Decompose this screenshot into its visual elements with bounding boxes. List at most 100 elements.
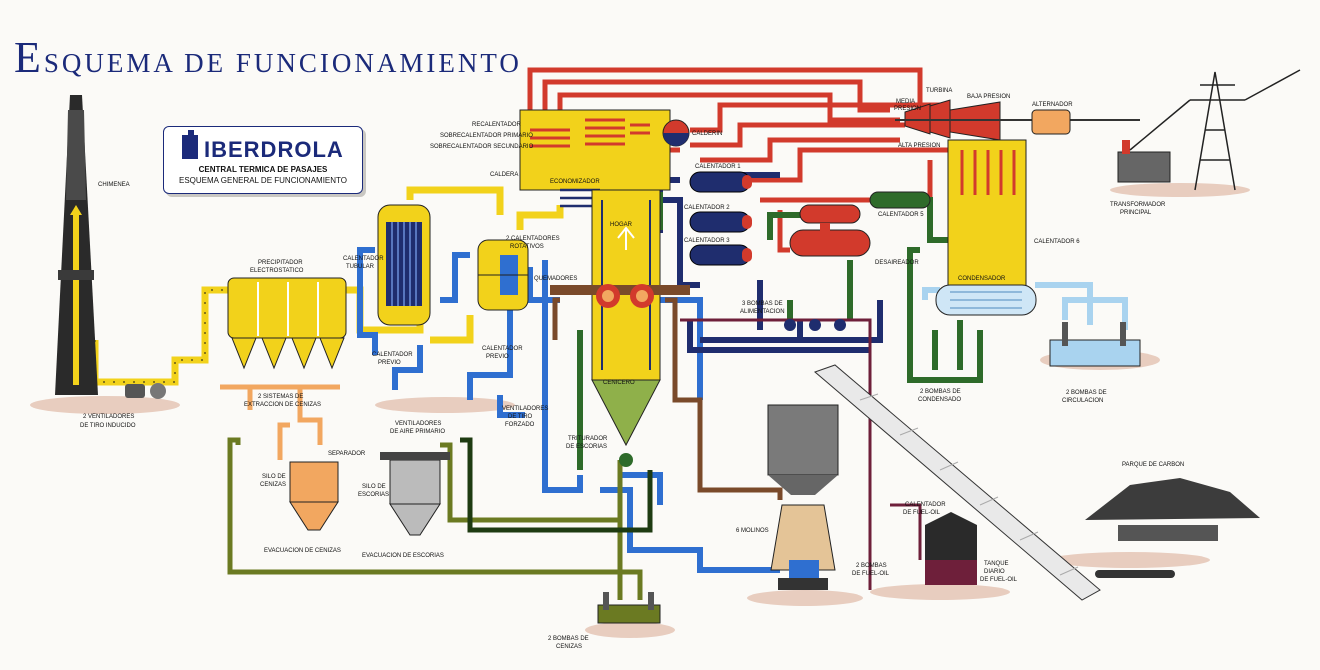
label-bombas-alim-2: ALIMENTACION xyxy=(740,309,785,315)
label-cenicero: CENICERO xyxy=(603,380,635,386)
label-economizador: ECONOMIZADOR xyxy=(550,179,600,185)
label-precipitador-1: PRECIPITADOR xyxy=(258,260,303,266)
main-transformer xyxy=(1117,140,1171,183)
label-transformador-2: PRINCIPAL xyxy=(1120,210,1152,216)
label-bombas-fuel-1: 2 BOMBAS xyxy=(856,563,887,569)
coal-conveyor xyxy=(814,364,1101,601)
label-calderin: CALDERIN xyxy=(692,131,722,137)
label-caldera: CALDERA xyxy=(490,172,518,178)
label-parque-carbon: PARQUE DE CARBON xyxy=(1122,462,1184,468)
label-molinos: 6 MOLINOS xyxy=(736,528,769,534)
label-transformador-1: TRANSFORMADOR xyxy=(1110,202,1166,208)
coal-lines xyxy=(552,297,783,500)
slag-lines xyxy=(227,437,643,600)
ash-lines xyxy=(220,384,340,460)
diagram-labels: CHIMENEA 2 VENTILADORES DE TIRO INDUCIDO… xyxy=(80,88,1184,650)
deaerator xyxy=(789,204,871,257)
label-bombas-alim-1: 3 BOMBAS DE xyxy=(742,301,783,307)
label-evac-cenizas: EVACUACION DE CENIZAS xyxy=(264,548,341,554)
label-cal-tubular-1: CALENTADOR xyxy=(343,256,384,262)
burners xyxy=(550,284,690,308)
iberdrola-logo-icon xyxy=(182,130,198,159)
label-sobrecal-secundario: SOBRECALENTADOR SECUNDARIO xyxy=(430,144,534,150)
logo-subtitle-plant: CENTRAL TERMICA DE PASAJES xyxy=(198,165,328,174)
label-cal-rotativos-2: ROTATIVOS xyxy=(510,244,544,250)
label-evac-escorias: EVACUACION DE ESCORIAS xyxy=(362,553,444,559)
label-cal-previo-b1: CALENTADOR xyxy=(482,346,523,352)
label-media-presion-2: PRESION xyxy=(894,106,921,112)
label-extraccion-2: EXTRACCION DE CENIZAS xyxy=(244,402,321,408)
label-cal-fuel-1: CALENTADOR xyxy=(905,502,946,508)
tubular-air-heater xyxy=(377,204,431,326)
label-bombas-cenizas-1: 2 BOMBAS DE xyxy=(548,636,589,642)
label-condensador: CONDENSADOR xyxy=(958,276,1006,282)
feed-pumps xyxy=(784,319,846,331)
label-calentador-3: CALENTADOR 3 xyxy=(684,238,730,244)
label-cal-fuel-2: DE FUEL-OIL xyxy=(903,510,941,516)
label-baja-presion: BAJA PRESION xyxy=(967,94,1010,100)
label-separador: SEPARADOR xyxy=(328,451,366,457)
label-media-presion-1: MEDIA xyxy=(896,99,915,105)
induced-draft-fans xyxy=(125,383,166,399)
rotary-air-heaters xyxy=(477,239,529,311)
chimney xyxy=(55,95,98,395)
label-cal-previo-2: PREVIO xyxy=(378,360,401,366)
label-triturador-2: DE ESCORIAS xyxy=(566,444,607,450)
label-calentador-1: CALENTADOR 1 xyxy=(695,164,741,170)
heater-5 xyxy=(869,191,931,209)
label-tanque-1: TANQUE xyxy=(984,561,1009,567)
feedwater-heaters xyxy=(689,171,752,266)
label-cal-rotativos-1: 2 CALENTADORES xyxy=(506,236,560,242)
steam-drum xyxy=(662,119,690,147)
condenser xyxy=(935,139,1037,316)
ash-pumps xyxy=(597,592,661,624)
boiler xyxy=(519,109,671,467)
label-calentador-6: CALENTADOR 6 xyxy=(1034,239,1080,245)
label-bombas-cenizas-2: CENIZAS xyxy=(556,644,582,650)
label-calentador-2: CALENTADOR 2 xyxy=(684,205,730,211)
cooling-water-lines xyxy=(922,282,1128,330)
label-turbina: TURBINA xyxy=(926,88,952,94)
label-silo-cenizas-1: SILO DE xyxy=(262,474,286,480)
label-silo-cenizas-2: CENIZAS xyxy=(260,482,286,488)
label-vent-tiro-2: DE TIRO xyxy=(508,414,533,420)
alternator xyxy=(1031,109,1071,135)
ash-silo xyxy=(289,461,339,531)
label-hogar: HOGAR xyxy=(610,222,633,228)
logo-brand: IBERDROLA xyxy=(204,137,344,162)
turbine xyxy=(895,99,1140,141)
cenicero-drain-line xyxy=(460,437,653,533)
fuel-oil-tank xyxy=(925,512,977,585)
label-bombas-fuel-2: DE FUEL-OIL xyxy=(852,571,890,577)
fuel-oil-lines xyxy=(680,318,922,590)
coal-mills xyxy=(767,404,839,590)
label-recalentador: RECALENTADOR xyxy=(472,122,522,128)
label-cal-tubular-2: TUBULAR xyxy=(346,264,375,270)
label-bombas-circ-2: CIRCULACION xyxy=(1062,398,1103,404)
label-cal-previo-b2: PREVIO xyxy=(486,354,509,360)
label-extraccion-1: 2 SISTEMAS DE xyxy=(258,394,303,400)
slag-silo xyxy=(380,452,450,536)
logo-subtitle-scheme: ESQUEMA GENERAL DE FUNCIONAMIENTO xyxy=(178,176,348,185)
label-cal-previo-1: CALENTADOR xyxy=(372,352,413,358)
page-title: ESQUEMA DE FUNCIONAMIENTO xyxy=(14,33,522,82)
label-bombas-condensado-1: 2 BOMBAS DE xyxy=(920,389,961,395)
label-bombas-condensado-2: CONDENSADO xyxy=(918,397,961,403)
label-chimenea: CHIMENEA xyxy=(98,182,130,188)
label-alta-presion: ALTA PRESION xyxy=(898,143,940,149)
label-quemadores: QUEMADORES xyxy=(534,276,577,282)
label-desaireador: DESAIREADOR xyxy=(875,260,919,266)
coal-yard xyxy=(1085,478,1260,578)
label-sobrecal-primario: SOBRECALENTADOR PRIMARIO xyxy=(440,133,533,139)
circulation-pumps xyxy=(1049,322,1141,367)
label-vent-aire-1: VENTILADORES xyxy=(395,421,441,427)
label-bombas-circ-1: 2 BOMBAS DE xyxy=(1066,390,1107,396)
label-tanque-2: DIARIO xyxy=(984,569,1005,575)
label-alternador: ALTERNADOR xyxy=(1032,102,1073,108)
label-triturador-1: TRITURADOR xyxy=(568,436,608,442)
label-vent-tiro-1: VENTILADORES xyxy=(502,406,548,412)
transmission-tower xyxy=(1129,69,1301,191)
label-vent-aire-2: DE AIRE PRIMARIO xyxy=(390,429,445,435)
